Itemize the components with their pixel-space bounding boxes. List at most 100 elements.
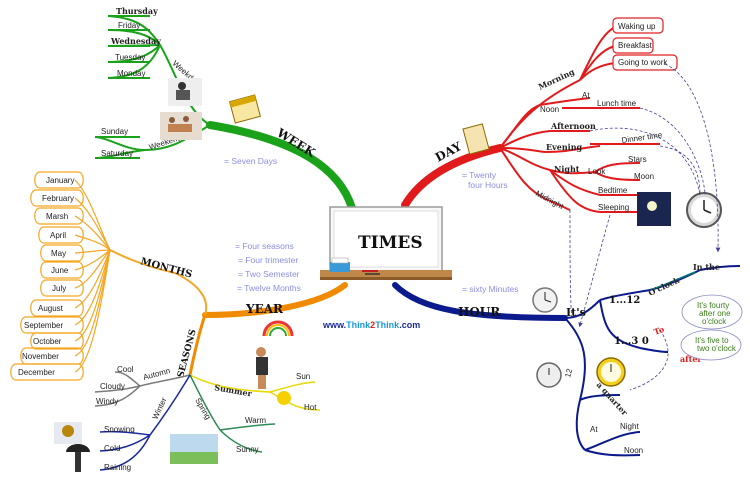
autumn-branch (94, 371, 191, 407)
weekday-friday: Friday (118, 21, 140, 30)
yellow-alarm-clock-icon (596, 357, 626, 387)
month-april: April (50, 231, 66, 240)
season-spring: Spring (193, 397, 212, 422)
hour-note: = sixty Minutes (462, 284, 518, 294)
summer-girl-image (256, 347, 268, 389)
autumn-cool: Cool (117, 365, 134, 374)
day-stars: Stars (628, 155, 647, 164)
summer-branch (189, 374, 321, 411)
day-note-2: four Hours (468, 180, 508, 190)
site-url: www.Think2Think.com (322, 320, 420, 330)
morning-item-box-1 (612, 17, 664, 34)
hour-noon: Noon (624, 446, 643, 455)
autumn-cloudy: Cloudy (100, 382, 125, 391)
hour-subtree (564, 265, 741, 457)
alarm-clock-icon (532, 287, 558, 313)
month-september: September (24, 321, 63, 330)
site-brand-2: 2 (370, 320, 375, 330)
morning-item-box-3 (612, 54, 678, 71)
family-picnic-image (160, 112, 202, 140)
hour-one-three-zero: 1...3 0 (614, 336, 649, 347)
hour-to: To (652, 324, 666, 337)
sun-icon (277, 391, 291, 405)
hour-after: after (680, 354, 702, 364)
bubble1-line1: It's fourty (697, 301, 729, 310)
tray-icon (330, 257, 350, 272)
spring-sunny: Sunny (236, 445, 259, 454)
month-july: July (52, 284, 66, 293)
month-marsh: Marsh (46, 212, 68, 221)
day-at: At (582, 91, 590, 100)
scroll-icon (462, 123, 490, 155)
weekday-wednesday: Wednesday (110, 36, 161, 46)
months-subtree (109, 249, 208, 316)
morning-breakfast: Breakfast (618, 41, 653, 50)
site-brand-3: Think (375, 320, 400, 330)
spring-meadow-image (170, 434, 218, 464)
bubble1-line2: after one (699, 309, 731, 318)
day-afternoon: Afternoon (550, 121, 596, 131)
site-prefix: www. (322, 320, 346, 330)
day-subtree (499, 26, 660, 213)
bubble1-line3: o'clock (702, 317, 727, 326)
day-moon: Moon (634, 172, 654, 181)
season-summer: Summer (214, 382, 254, 399)
site-brand-1: Think (346, 320, 371, 330)
winter-cold: Cold (104, 444, 120, 453)
wall-clock-image (686, 192, 722, 228)
day-sleeping: Sleeping (598, 203, 629, 212)
speech-bubble-1: It's fourty after one o'clock (681, 294, 743, 330)
hour-at: At (590, 425, 598, 434)
year-label: YEAR (245, 302, 284, 316)
week-note: = Seven Days (224, 156, 277, 166)
spring-warm: Warm (245, 416, 266, 425)
year-branch (202, 282, 348, 318)
office-workers-image (168, 78, 202, 106)
seasons-subtree (188, 314, 207, 376)
hour-label: HOUR (458, 305, 501, 319)
morning-item-box-2 (612, 37, 654, 54)
umbrella-man-image (66, 444, 90, 472)
year-note-2: = Four trimester (238, 255, 298, 265)
month-january: January (46, 176, 74, 185)
hour-night: Night (620, 422, 639, 431)
month-labels: January February Marsh April May June Ju… (18, 176, 74, 377)
day-dinner: Dinner time (621, 130, 663, 145)
day-note-1: = Twenty (462, 170, 497, 180)
year-note-1: = Four seasons (235, 241, 294, 251)
morning-waking-up: Waking up (618, 22, 656, 31)
summer-hot: Hot (304, 403, 317, 412)
speech-bubble-2: It's five to two o'clock (680, 329, 742, 361)
month-december: December (18, 368, 55, 377)
site-suffix: .com (399, 320, 420, 330)
autumn-windy: Windy (96, 397, 118, 406)
day-evening: Evening (546, 142, 583, 152)
spring-branch (189, 374, 276, 453)
bubble2-line1: It's five to (695, 336, 729, 345)
winter-snowing: Snowing (104, 425, 135, 434)
season-winter: Winter (151, 396, 169, 421)
hour-twelve: 12 (563, 367, 574, 378)
month-november: November (22, 352, 59, 361)
summer-sun: Sun (296, 372, 310, 381)
week-branch (206, 121, 356, 212)
dashed-links (569, 63, 721, 391)
day-branch (401, 144, 504, 209)
winter-snowflake-image (54, 422, 82, 444)
day-bedtime: Bedtime (598, 186, 628, 195)
month-october: October (33, 337, 62, 346)
weekday-thursday: Thursday (116, 6, 158, 16)
month-brackets (10, 171, 84, 381)
hour-in-the: In the (693, 262, 720, 272)
month-leaves (74, 179, 111, 373)
center-title: TIMES (358, 233, 423, 253)
weekday-monday: Monday (117, 69, 145, 78)
weekend-saturday: Saturday (101, 149, 133, 158)
day-midnight: Midnight (534, 189, 566, 212)
winter-branch (99, 374, 191, 471)
months-label: MONTHS (139, 256, 193, 280)
year-note-4: = Twelve Months (237, 283, 301, 293)
weekday-tuesday: Tuesday (115, 53, 145, 62)
